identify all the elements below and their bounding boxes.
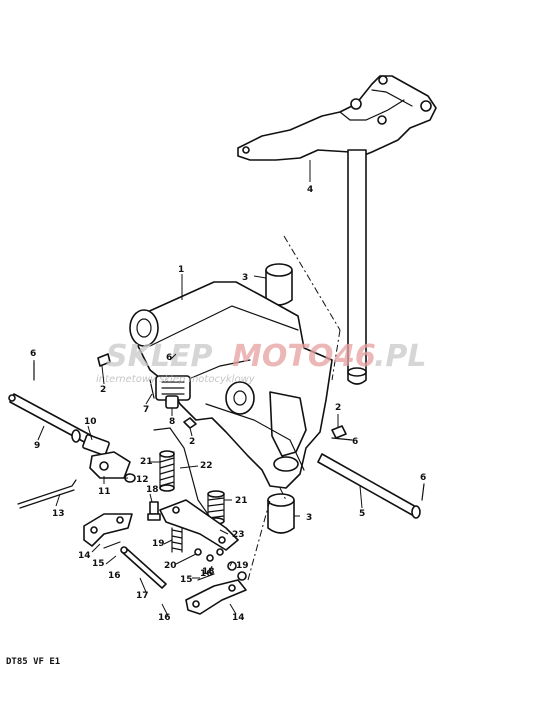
callout-6-right: 6 <box>352 437 358 447</box>
bolt-part-2-right <box>331 425 347 439</box>
callout-2-mid: 2 <box>189 437 195 447</box>
callout-14-left: 14 <box>78 551 91 561</box>
watermark-part-4: .PL <box>374 339 427 374</box>
bracket-part-14-right <box>185 579 247 615</box>
callout-10: 10 <box>84 417 97 427</box>
callout-14-right: 14 <box>232 613 245 623</box>
callout-2-right: 2 <box>335 403 341 413</box>
callout-5: 5 <box>359 509 365 519</box>
watermark: SKLEP MOTO 46 .PL internetowy sklep moto… <box>96 339 427 385</box>
bracket-part-11 <box>89 451 136 483</box>
callout-6-left: 6 <box>30 349 36 359</box>
callout-8: 8 <box>169 417 175 427</box>
callout-13: 13 <box>52 509 65 519</box>
callout-21-left: 21 <box>140 457 153 467</box>
pivot-part-10 <box>82 434 110 456</box>
pin-part-17 <box>120 546 167 589</box>
cap-part-8 <box>165 395 179 409</box>
callout-2-upper: 2 <box>100 385 106 395</box>
bolt-part-7 <box>149 379 155 399</box>
watermark-part-3: 46 <box>333 339 376 374</box>
callout-16-left: 16 <box>108 571 121 581</box>
callout-23: 23 <box>232 530 245 540</box>
callout-18-upper: 18 <box>146 485 159 495</box>
callout-6-far-right: 6 <box>420 473 426 483</box>
callout-17: 17 <box>136 591 149 601</box>
callout-11: 11 <box>98 487 111 497</box>
assembly-guide-lines <box>247 235 341 581</box>
callout-labels: 1 3 4 2 6 7 8 2 2 6 3 5 6 6 9 10 11 12 1… <box>30 185 426 623</box>
callout-16-mid: 16 <box>200 569 213 579</box>
bracket-part-14-left <box>83 513 133 547</box>
callout-18-lower: 18 <box>202 567 215 577</box>
rod-part-5 <box>317 453 421 519</box>
callout-12: 12 <box>136 475 149 485</box>
bolt-part-6-far-right <box>421 483 425 501</box>
hardware-cluster-lower <box>194 548 247 581</box>
watermark-part-2: MOTO <box>232 339 333 374</box>
callout-1: 1 <box>178 265 184 275</box>
shaft-part-9 <box>8 393 93 445</box>
callout-6-center: 6 <box>166 353 172 363</box>
callout-21-right: 21 <box>235 496 248 506</box>
callout-15-right: 15 <box>180 575 193 585</box>
pin-part-15-right <box>197 573 215 581</box>
bolt-part-2-mid <box>183 417 197 429</box>
bolt-part-2-upper <box>97 353 111 367</box>
callout-16-lower: 16 <box>158 613 171 623</box>
callout-19-right: 19 <box>236 561 249 571</box>
bushing-part-3-lower <box>267 493 295 534</box>
callout-7: 7 <box>143 405 149 415</box>
callout-9: 9 <box>34 441 40 451</box>
pin-part-15-left <box>103 541 121 549</box>
callout-3-upper: 3 <box>242 273 248 283</box>
link-rod-part-13 <box>17 479 77 509</box>
watermark-tagline: internetowy sklep motocyklowy <box>96 374 256 385</box>
plate-part-23 <box>159 499 239 551</box>
watermark-part-1: SKLEP <box>106 339 212 374</box>
callout-22: 22 <box>200 461 213 471</box>
swivel-bracket-part-1 <box>129 281 333 489</box>
callout-15-left: 15 <box>92 559 105 569</box>
bolt-part-6-right <box>331 437 353 441</box>
bushing-part-3-upper <box>265 263 293 306</box>
callout-4: 4 <box>307 185 313 195</box>
bolt-part-18-upper <box>147 501 161 521</box>
spring-part-21-left <box>159 450 175 492</box>
callout-19-left: 19 <box>152 539 165 549</box>
callout-20: 20 <box>164 561 177 571</box>
diagram-code: DT85 VF E1 <box>6 657 60 667</box>
steering-arm-part-4 <box>237 75 437 385</box>
callout-leaders <box>33 160 363 617</box>
callout-3-lower: 3 <box>306 513 312 523</box>
wire-part-22 <box>153 427 213 521</box>
spring-part-19-left <box>171 527 183 553</box>
